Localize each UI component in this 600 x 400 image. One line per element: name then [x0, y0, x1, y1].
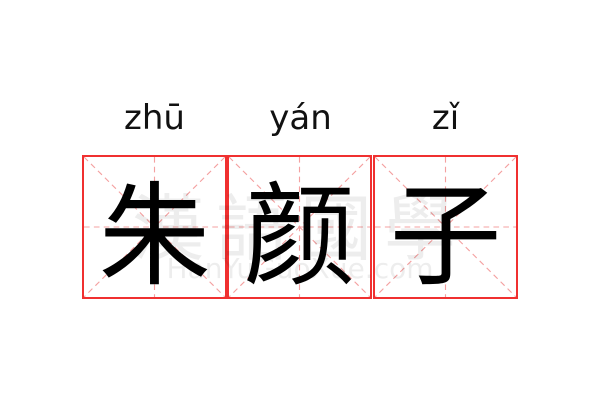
- hanzi-1: 颜: [243, 172, 356, 302]
- hanzi-0: 朱: [98, 172, 211, 302]
- character-cell-1: 颜: [227, 155, 372, 302]
- character-cell-0: 朱: [82, 155, 227, 302]
- pinyin-2: zǐ: [431, 98, 460, 138]
- pinyin-1: yán: [269, 98, 332, 138]
- character-cell-2: 子: [373, 155, 518, 302]
- hanzi-2: 子: [389, 172, 502, 302]
- character-grid: 朱 颜 子: [82, 155, 518, 302]
- pinyin-0: zhū: [124, 98, 185, 138]
- guide-lines: [375, 157, 516, 297]
- guide-lines: [229, 157, 370, 297]
- guide-lines: [84, 157, 225, 297]
